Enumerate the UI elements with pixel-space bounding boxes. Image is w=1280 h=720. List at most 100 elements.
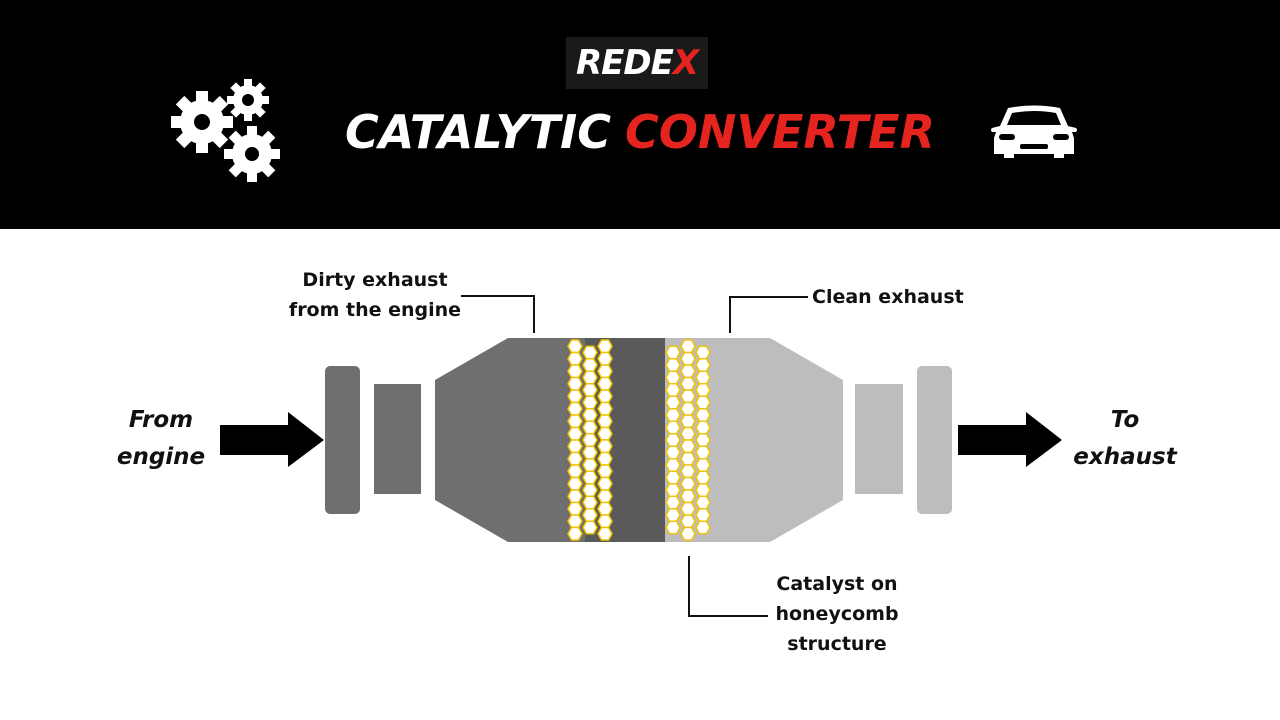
honeycomb-cell <box>680 401 696 416</box>
catalyst-label-line: structure <box>787 633 887 655</box>
honeycomb-cell <box>695 483 711 497</box>
outlet-arrow <box>958 412 1062 467</box>
car-icon <box>991 105 1077 158</box>
honeycomb-cell <box>665 445 681 460</box>
honeycomb-cell <box>597 389 613 404</box>
honeycomb-cell <box>597 414 613 429</box>
inlet-label: From engine <box>108 402 214 476</box>
outlet-label-line: To <box>1110 407 1140 433</box>
honeycomb-cell <box>695 445 711 460</box>
honeycomb-cell <box>597 501 613 516</box>
honeycomb-cell <box>695 395 711 410</box>
honeycomb-cell <box>582 383 598 397</box>
inlet-flange <box>325 366 360 514</box>
honeycomb-cell <box>665 345 681 360</box>
honeycomb-cell <box>597 526 613 541</box>
honeycomb-cell <box>680 439 696 454</box>
dirty-exhaust-label: Dirty exhaust from the engine <box>286 265 464 325</box>
honeycomb-cell <box>582 433 598 447</box>
honeycomb-cell <box>582 420 598 435</box>
logo-text: REDE <box>575 43 674 83</box>
honeycomb-cell <box>680 376 696 391</box>
honeycomb-cell <box>597 339 613 354</box>
honeycomb-cell <box>597 489 613 504</box>
honeycomb-cell <box>582 495 598 510</box>
honeycomb-cell <box>680 364 696 379</box>
dirty-label-line: Dirty exhaust <box>302 269 448 291</box>
outlet-label-line: exhaust <box>1073 444 1177 470</box>
honeycomb-cell <box>665 520 681 535</box>
honeycomb-cell <box>665 458 681 472</box>
honeycomb-cell <box>665 395 681 410</box>
inlet-label-line: From <box>128 407 194 433</box>
honeycomb-cell <box>665 370 681 385</box>
honeycomb-cell <box>680 451 696 466</box>
honeycomb-cell <box>582 445 598 460</box>
honeycomb-cell <box>582 458 598 472</box>
dirty-label-line: from the engine <box>288 299 462 321</box>
honeycomb-cell <box>680 526 696 541</box>
honeycomb-cell <box>567 401 583 416</box>
honeycomb-cell <box>567 514 583 529</box>
honeycomb-cell <box>695 420 711 435</box>
inlet-pipe <box>374 384 421 494</box>
logo-text-accent: X <box>672 43 699 83</box>
honeycomb-cell <box>597 376 613 391</box>
honeycomb-cell <box>680 514 696 529</box>
honeycomb-cell <box>567 439 583 454</box>
honeycomb-cell <box>680 389 696 404</box>
honeycomb-cell <box>582 370 598 385</box>
honeycomb-cell <box>567 464 583 479</box>
honeycomb-cell <box>680 414 696 429</box>
honeycomb-cell <box>567 501 583 516</box>
honeycomb-cell <box>680 489 696 504</box>
clean-leader-line <box>729 296 808 333</box>
honeycomb-cell <box>582 408 598 422</box>
honeycomb-cell <box>695 495 711 510</box>
honeycomb-cell <box>680 501 696 516</box>
honeycomb-cell <box>567 376 583 391</box>
honeycomb-cell <box>582 520 598 535</box>
honeycomb-cell <box>597 476 613 491</box>
honeycomb-structure <box>567 339 711 541</box>
honeycomb-cell <box>665 470 681 485</box>
catalyst-leader-line <box>688 556 768 617</box>
catalyst-label-line: Catalyst on <box>776 573 898 595</box>
honeycomb-cell <box>680 426 696 441</box>
honeycomb-cell <box>567 414 583 429</box>
honeycomb-cell <box>665 433 681 447</box>
outlet-flange <box>917 366 952 514</box>
honeycomb-cell <box>680 464 696 479</box>
honeycomb-cell <box>567 364 583 379</box>
outlet-pipe <box>855 384 903 494</box>
title-word-white: CATALYTIC <box>344 105 612 159</box>
honeycomb-cell <box>695 383 711 397</box>
honeycomb-cell <box>665 408 681 422</box>
honeycomb-cell <box>597 401 613 416</box>
honeycomb-cell <box>567 351 583 366</box>
honeycomb-cell <box>665 358 681 372</box>
outlet-label: To exhaust <box>1066 402 1184 476</box>
honeycomb-cell <box>695 458 711 472</box>
honeycomb-cell <box>680 351 696 366</box>
gears-icon <box>171 79 280 182</box>
converter-diagram <box>220 295 1062 617</box>
honeycomb-cell <box>665 383 681 397</box>
honeycomb-cell <box>597 451 613 466</box>
honeycomb-cell <box>695 470 711 485</box>
inlet-label-line: engine <box>116 444 206 470</box>
honeycomb-cell <box>567 526 583 541</box>
honeycomb-cell <box>567 339 583 354</box>
honeycomb-cell <box>582 395 598 410</box>
honeycomb-cell <box>582 470 598 485</box>
honeycomb-cell <box>665 495 681 510</box>
honeycomb-cell <box>582 508 598 522</box>
honeycomb-cell <box>597 364 613 379</box>
honeycomb-cell <box>567 426 583 441</box>
honeycomb-cell <box>567 389 583 404</box>
honeycomb-cell <box>680 476 696 491</box>
inlet-arrow <box>220 412 324 467</box>
dirty-leader-line <box>461 295 535 333</box>
